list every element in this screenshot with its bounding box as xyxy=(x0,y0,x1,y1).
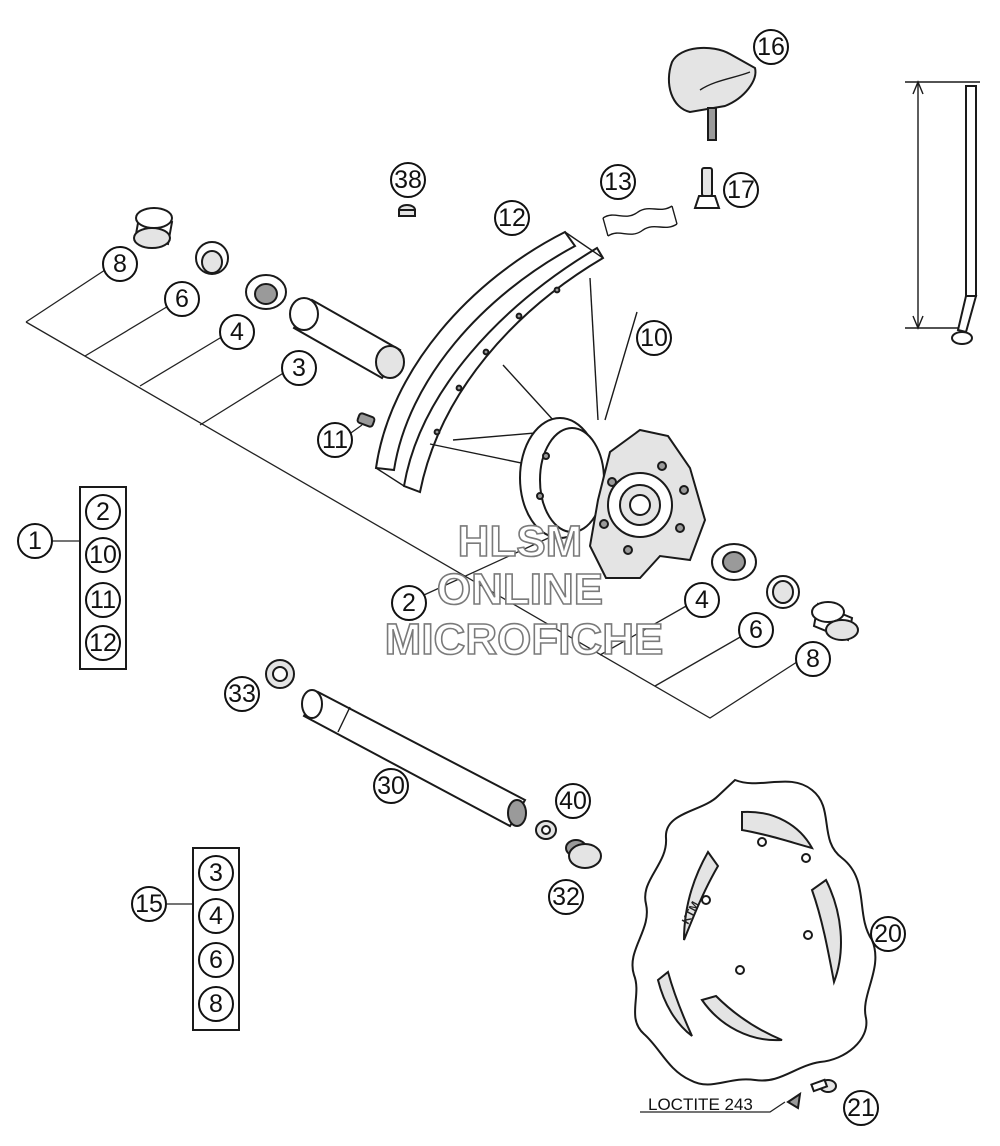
axle-screw-part xyxy=(565,839,602,869)
brake-disc-part: KTM xyxy=(631,778,877,1086)
svg-text:12: 12 xyxy=(498,204,526,232)
valve-spoke-part xyxy=(693,167,721,209)
svg-text:4: 4 xyxy=(209,902,223,930)
svg-text:1: 1 xyxy=(28,527,42,555)
callout-21: 21 xyxy=(843,1090,879,1126)
wheel-spindle-part xyxy=(301,689,527,828)
callout-8-left: 8 xyxy=(102,246,138,282)
svg-text:6: 6 xyxy=(749,616,763,644)
svg-text:4: 4 xyxy=(230,318,244,346)
callout-3-left: 3 xyxy=(281,350,317,386)
svg-text:17: 17 xyxy=(727,176,755,204)
valve-nut-part xyxy=(667,46,757,141)
rim-tape-part xyxy=(602,205,678,237)
svg-text:6: 6 xyxy=(175,285,189,313)
wheel-hub-part xyxy=(519,417,707,579)
callout-2-hub: 2 xyxy=(391,585,427,621)
svg-text:16: 16 xyxy=(757,33,785,61)
axle-nut-part xyxy=(265,659,295,689)
group-one-item-12: 12 xyxy=(85,625,121,661)
washer-part xyxy=(535,820,557,840)
svg-text:12: 12 xyxy=(89,629,117,657)
callout-6-left: 6 xyxy=(164,281,200,317)
svg-text:20: 20 xyxy=(874,920,902,948)
callout-32: 32 xyxy=(548,879,584,915)
callout-33: 33 xyxy=(224,676,260,712)
svg-text:11: 11 xyxy=(322,426,348,454)
callout-4-right: 4 xyxy=(684,582,720,618)
callout-40: 40 xyxy=(555,783,591,819)
svg-text:21: 21 xyxy=(847,1094,875,1122)
group-fifteen-item-6: 6 xyxy=(198,942,234,978)
watermark-line-2: ONLINE xyxy=(437,565,603,614)
callout-30: 30 xyxy=(373,768,409,804)
callout-16: 16 xyxy=(753,29,789,65)
svg-text:3: 3 xyxy=(209,859,223,887)
spoke-nipple-part xyxy=(356,412,376,428)
plug-part xyxy=(398,204,416,217)
rim-part xyxy=(374,230,605,494)
watermark-line-1: HLSM xyxy=(458,517,583,566)
svg-text:13: 13 xyxy=(604,168,632,196)
svg-text:32: 32 xyxy=(552,883,580,911)
left-spacer-8 xyxy=(133,207,174,249)
disc-screw-part xyxy=(786,1078,837,1110)
right-bearing-4 xyxy=(711,543,757,581)
svg-text:2: 2 xyxy=(402,589,416,617)
spoke-length-reference xyxy=(905,80,980,345)
right-spacer-8 xyxy=(811,601,859,642)
svg-text:2: 2 xyxy=(96,498,110,526)
svg-text:6: 6 xyxy=(209,946,223,974)
svg-text:33: 33 xyxy=(228,680,256,708)
group-fifteen-item-3: 3 xyxy=(198,855,234,891)
group-fifteen-item-8: 8 xyxy=(198,986,234,1022)
watermark-line-3: MICROFICHE xyxy=(385,615,664,664)
distance-sleeve-3 xyxy=(289,297,405,380)
callout-6-right: 6 xyxy=(738,612,774,648)
watermark: HLSM ONLINE MICROFICHE xyxy=(384,516,664,665)
left-seal-6 xyxy=(195,241,229,275)
svg-text:8: 8 xyxy=(806,645,820,673)
svg-text:30: 30 xyxy=(377,772,405,800)
svg-text:10: 10 xyxy=(640,324,668,352)
group-fifteen-item-4: 4 xyxy=(198,898,234,934)
loctite-note: LOCTITE 243 xyxy=(648,1095,753,1114)
group-one-item-2: 2 xyxy=(85,494,121,530)
svg-text:8: 8 xyxy=(113,250,127,278)
group-one-item-11: 11 xyxy=(85,582,121,618)
callout-10-spoke: 10 xyxy=(636,320,672,356)
svg-text:38: 38 xyxy=(394,166,422,194)
svg-text:10: 10 xyxy=(89,541,117,569)
leader-lines xyxy=(25,267,801,1113)
svg-text:4: 4 xyxy=(695,586,709,614)
callout-11-nipple: 11 xyxy=(317,422,353,458)
svg-text:3: 3 xyxy=(292,354,306,382)
callout-20: 20 xyxy=(870,916,906,952)
svg-text:8: 8 xyxy=(209,990,223,1018)
callout-13: 13 xyxy=(600,164,636,200)
callout-1: 1 xyxy=(17,523,53,559)
svg-text:11: 11 xyxy=(90,586,116,614)
left-bearing-4 xyxy=(245,274,287,310)
right-seal-6 xyxy=(766,575,800,609)
callout-4-left: 4 xyxy=(219,314,255,350)
svg-text:15: 15 xyxy=(135,890,163,918)
callout-17: 17 xyxy=(723,172,759,208)
callout-8-right: 8 xyxy=(795,641,831,677)
group-one-item-10: 10 xyxy=(85,537,121,573)
svg-text:40: 40 xyxy=(559,787,587,815)
callout-12-rim: 12 xyxy=(494,200,530,236)
callout-38: 38 xyxy=(390,162,426,198)
callout-15: 15 xyxy=(131,886,167,922)
